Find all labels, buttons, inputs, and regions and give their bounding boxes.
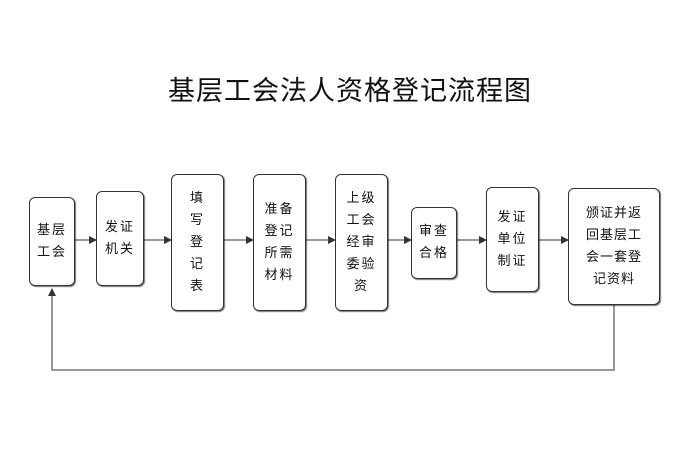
return-arrow-step8-to-step1	[48, 288, 615, 371]
step-box-2: 发证 机关	[96, 191, 144, 286]
step-label-7: 发证 单位 制证	[497, 209, 528, 269]
step-box-5: 上级 工会 经审 委验 资	[335, 174, 388, 311]
step-box-8: 颁证并返 回基层工 会一套登 记资料	[568, 188, 660, 305]
step-label-5: 上级 工会 经审 委验 资	[346, 190, 377, 294]
step-box-1: 基层 工会	[29, 197, 75, 286]
step-box-3: 填 写 登 记 表	[171, 174, 224, 311]
step-label-4: 准备 登记 所需 材料	[264, 201, 295, 283]
step-label-8: 颁证并返 回基层工 会一套登 记资料	[585, 205, 642, 287]
step-box-6: 审查 合格	[411, 207, 457, 279]
diagram-title: 基层工会法人资格登记流程图	[168, 76, 532, 107]
step-label-3: 填 写 登 记 表	[189, 190, 205, 294]
step-label-2: 发证 机关	[104, 219, 135, 257]
step-label-1: 基层 工会	[36, 222, 67, 260]
step-box-4: 准备 登记 所需 材料	[253, 174, 306, 311]
step-box-7: 发证 单位 制证	[486, 187, 539, 292]
step-label-6: 审查 合格	[418, 224, 449, 261]
